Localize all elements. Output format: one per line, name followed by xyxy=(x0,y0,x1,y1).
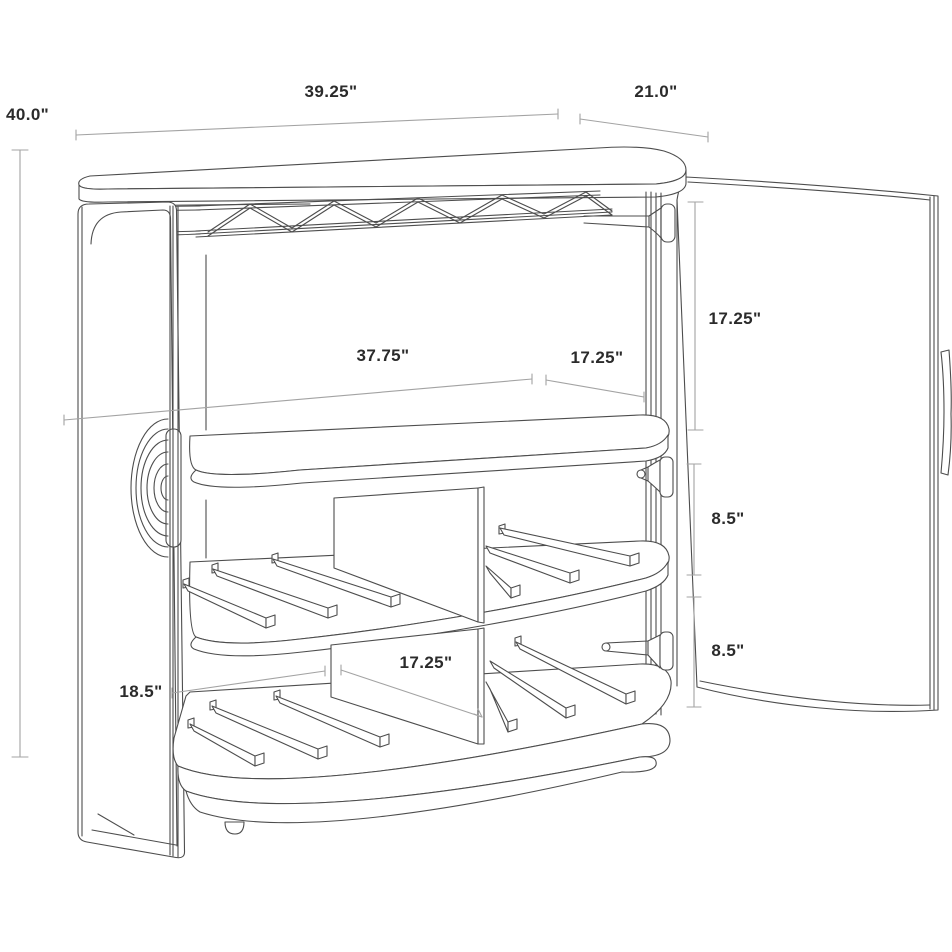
hinge-middle xyxy=(636,456,674,498)
right-door-open xyxy=(676,176,952,712)
dim-lower-depth: 17.25" xyxy=(340,653,483,718)
dim-lower-depth-label: 17.25" xyxy=(399,653,452,672)
dim-shelf-depth-label: 17.25" xyxy=(570,348,623,367)
counter-shelf xyxy=(189,414,670,488)
cabinet-top xyxy=(78,146,687,207)
dim-middle-section-height: 8.5" xyxy=(686,463,744,576)
dim-upper-section-height-label: 17.25" xyxy=(708,309,761,328)
right-door-handle xyxy=(940,349,952,476)
dim-overall-height-label: 40.0" xyxy=(6,105,49,124)
wine-rails-middle-left xyxy=(182,552,401,629)
dim-lower-left-width: 18.5" xyxy=(119,665,326,701)
dim-lower-left-width-label: 18.5" xyxy=(119,682,162,701)
wine-rails-bottom-left xyxy=(187,689,390,767)
dim-top-width-label: 39.25" xyxy=(304,82,357,101)
hinge-bottom xyxy=(601,631,674,671)
wine-rails-bottom-right xyxy=(485,635,636,733)
dim-top-depth: 21.0" xyxy=(579,82,709,143)
dim-lower-section-height: 8.5" xyxy=(686,596,744,708)
dim-interior-width: 37.75" xyxy=(63,346,533,426)
dimension-annotations: 39.25" 21.0" 40.0" 37.75" 17.25" xyxy=(6,82,761,758)
left-door xyxy=(77,201,186,859)
dim-shelf-depth: 17.25" xyxy=(545,348,645,403)
bottom-divider xyxy=(330,627,485,745)
dim-top-depth-label: 21.0" xyxy=(634,82,677,101)
dim-middle-section-height-label: 8.5" xyxy=(711,509,744,528)
dim-overall-height: 40.0" xyxy=(6,105,49,758)
dim-lower-section-height-label: 8.5" xyxy=(711,641,744,660)
dim-upper-section-height: 17.25" xyxy=(687,201,761,431)
base-foot xyxy=(224,821,245,835)
wine-rails-middle-right xyxy=(485,523,640,599)
stemware-rack xyxy=(94,190,613,238)
dim-interior-width-label: 37.75" xyxy=(356,346,409,365)
dim-top-width: 39.25" xyxy=(75,82,559,141)
middle-divider xyxy=(333,486,485,624)
